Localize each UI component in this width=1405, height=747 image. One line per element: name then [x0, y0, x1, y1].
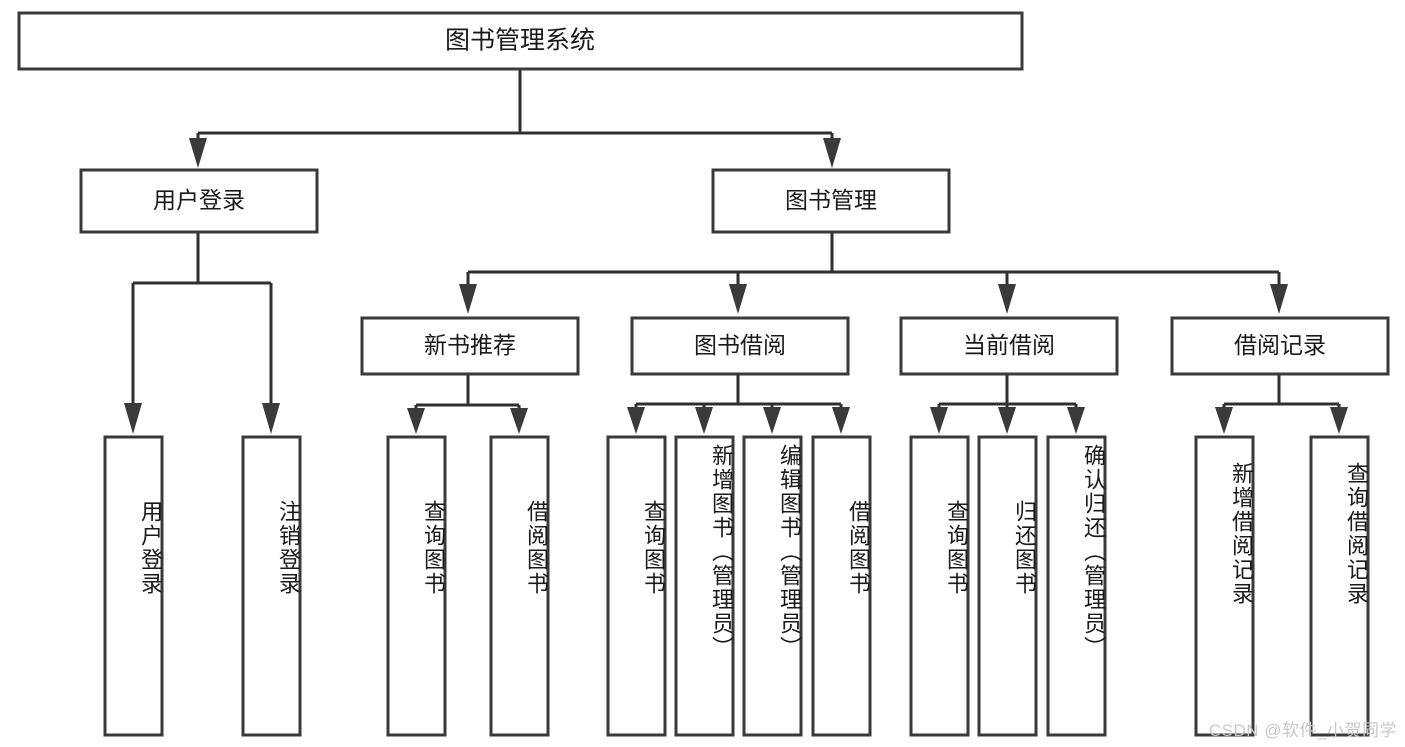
node-new-book-recommend[interactable]: 新书推荐 — [360, 316, 580, 376]
csdn-watermark: CSDN @软件_小贺同学 — [1208, 721, 1397, 740]
arrow-head-book-manage — [823, 138, 841, 168]
leaf-box-edit-book[interactable] — [742, 435, 803, 737]
arrow-head-book-borrow — [729, 284, 747, 314]
arrow-head-leaf-logout — [262, 403, 280, 434]
arrow-head-leaf-query-book-1 — [407, 408, 425, 434]
node-root[interactable]: 图书管理系统 — [17, 11, 1024, 71]
arrow-head-user-login — [189, 138, 207, 168]
leaf-box-query-record[interactable] — [1309, 435, 1370, 737]
arrow-head-new-book-recommend — [459, 284, 477, 314]
node-book-manage-box[interactable] — [711, 168, 951, 234]
leaf-box-layer — [103, 435, 1370, 737]
leaf-box-add-book[interactable] — [674, 435, 735, 737]
leaf-box-borrow-book-2[interactable] — [811, 435, 872, 737]
node-book-borrow-label: 图书借阅 — [694, 332, 786, 358]
leaf-box-logout[interactable] — [241, 435, 302, 737]
arrow-head-leaf-add-record — [1215, 407, 1233, 434]
leaf-box-query-book-1[interactable] — [386, 435, 447, 737]
arrow-head-leaf-query-book-3 — [930, 407, 948, 434]
arrow-head-leaf-query-record — [1330, 407, 1348, 434]
node-new-book-recommend-box[interactable] — [360, 316, 580, 376]
node-borrow-record[interactable]: 借阅记录 — [1170, 316, 1390, 376]
node-borrow-record-box[interactable] — [1170, 316, 1390, 376]
leaf-box-query-book-2[interactable] — [606, 435, 667, 737]
node-borrow-record-label: 借阅记录 — [1234, 332, 1326, 358]
leaf-box-add-record[interactable] — [1194, 435, 1255, 737]
leaf-box-return-book[interactable] — [977, 435, 1038, 737]
arrow-head-leaf-edit-book — [763, 407, 781, 434]
node-book-manage-label: 图书管理 — [785, 187, 877, 213]
leaf-box-confirm-return[interactable] — [1046, 435, 1107, 737]
node-root-label: 图书管理系统 — [445, 27, 595, 55]
node-user-login[interactable]: 用户登录 — [79, 168, 319, 234]
node-user-login-box[interactable] — [79, 168, 319, 234]
node-new-book-recommend-label: 新书推荐 — [424, 332, 516, 358]
node-book-borrow-box[interactable] — [630, 316, 850, 376]
leaf-box-query-book-3[interactable] — [909, 435, 970, 737]
arrow-head-borrow-record — [1270, 284, 1288, 314]
node-current-borrow[interactable]: 当前借阅 — [899, 316, 1119, 376]
arrow-head-leaf-add-book — [695, 407, 713, 434]
arrow-head-current-borrow — [998, 284, 1016, 314]
arrow-head-leaf-user-login — [124, 403, 142, 434]
arrow-head-leaf-return-book — [998, 407, 1016, 434]
connector-layer — [124, 70, 1348, 434]
arrow-head-leaf-borrow-book-2 — [832, 407, 850, 434]
arrow-head-leaf-confirm-return — [1067, 407, 1085, 434]
leaf-box-user-login[interactable] — [103, 435, 164, 737]
node-book-borrow[interactable]: 图书借阅 — [630, 316, 850, 376]
node-root-box[interactable] — [17, 11, 1024, 71]
node-current-borrow-label: 当前借阅 — [963, 332, 1055, 358]
arrow-head-leaf-borrow-book-1 — [510, 408, 528, 434]
node-current-borrow-box[interactable] — [899, 316, 1119, 376]
arrow-head-leaf-query-book-2 — [627, 407, 645, 434]
node-book-manage[interactable]: 图书管理 — [711, 168, 951, 234]
leaf-box-borrow-book-1[interactable] — [489, 435, 550, 737]
node-user-login-label: 用户登录 — [153, 187, 245, 213]
